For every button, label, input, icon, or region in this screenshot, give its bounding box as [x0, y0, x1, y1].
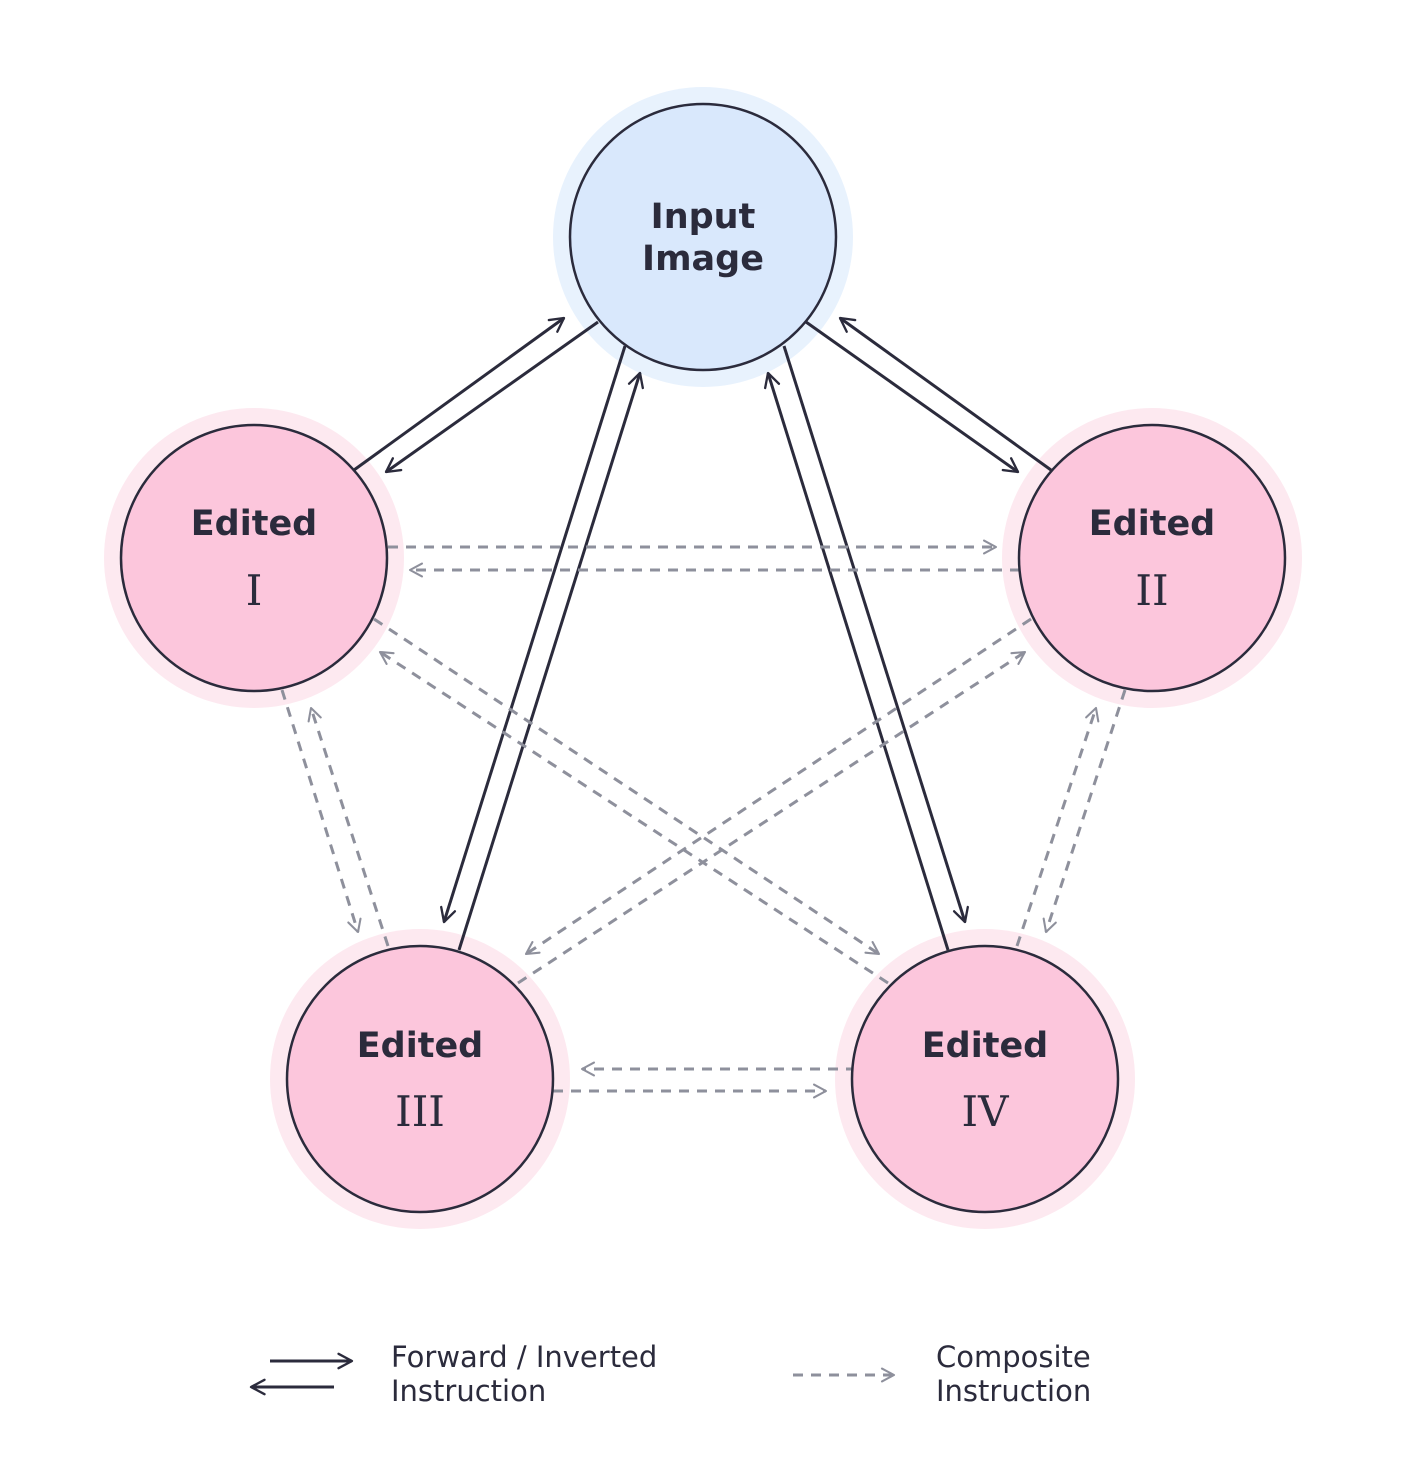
edge-edited-1-to-edited-4 [373, 617, 881, 956]
edited-3-title: Edited [357, 1026, 483, 1066]
input-image-node [568, 102, 838, 372]
edited-2-numeral: II [1135, 566, 1168, 615]
edge-edited-2-to-input [838, 316, 1052, 472]
edge-edited-3-to-input [457, 371, 644, 951]
edge-edited-1-to-input [353, 316, 566, 472]
edited-3-node [285, 944, 555, 1214]
legend-solid-label-line2: Instruction [391, 1374, 546, 1408]
edge-edited-1-to-edited-3 [280, 689, 362, 934]
legend-solid-swatch [249, 1352, 354, 1396]
input-image-label-line1: Input [651, 197, 756, 237]
legend-dashed-label-line1: Composite [936, 1340, 1091, 1374]
edge-edited-4-to-input [763, 371, 950, 951]
edge-edited-3-to-edited-1 [307, 706, 390, 947]
edge-input-to-edited-2 [805, 320, 1020, 474]
edited-2-title: Edited [1089, 504, 1215, 544]
edited-3-numeral: III [395, 1087, 445, 1136]
legend-dashed-label-line2: Instruction [936, 1374, 1091, 1408]
legend-solid-label-line1: Forward / Inverted [391, 1340, 657, 1374]
edited-4-title: Edited [922, 1026, 1048, 1066]
edge-edited-4-to-edited-2 [1015, 706, 1100, 947]
edge-input-to-edited-3 [440, 345, 627, 924]
edited-4-numeral: IV [962, 1087, 1010, 1136]
legend: Forward / Inverted Instruction Composite… [249, 1340, 1091, 1408]
edited-2-node [1017, 423, 1287, 693]
edge-edited-2-to-edited-4 [1042, 689, 1127, 934]
edited-1-title: Edited [191, 504, 317, 544]
edge-edited-2-to-edited-3 [524, 617, 1032, 956]
edited-1-node [119, 423, 389, 693]
edge-input-to-edited-1 [384, 320, 599, 474]
edge-input-to-edited-4 [782, 345, 969, 924]
edge-edited-3-to-edited-2 [517, 650, 1027, 985]
input-image-label-line2: Image [642, 239, 764, 279]
edge-edited-4-to-edited-1 [378, 650, 889, 985]
edited-1-numeral: I [246, 566, 263, 615]
edited-4-node [850, 944, 1120, 1214]
